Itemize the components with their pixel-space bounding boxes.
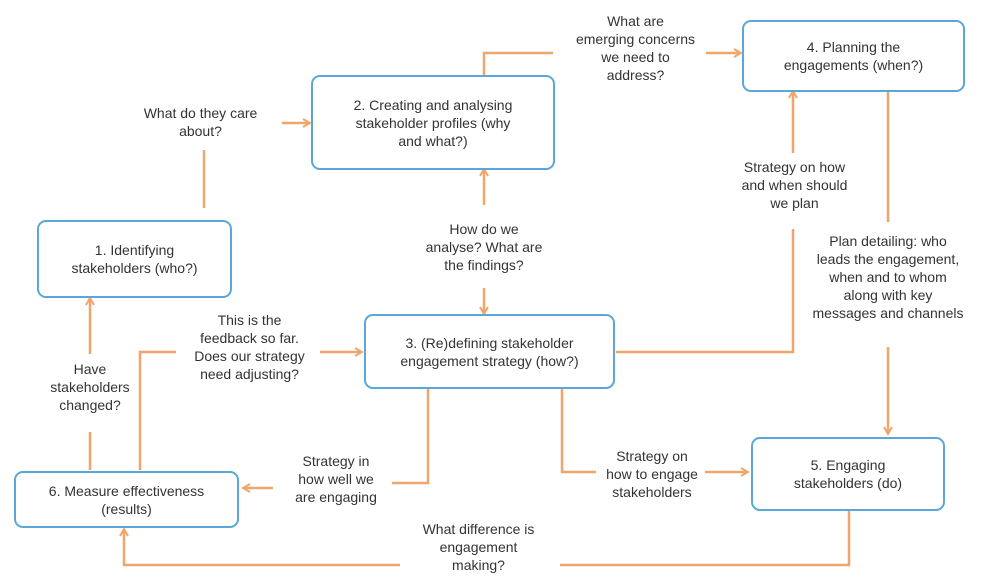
label-stakeholders-changed: Have stakeholders changed? (50, 361, 130, 413)
node-planning-engagements: 4. Planning the engagements (when?) (742, 20, 965, 92)
label-analyse-findings: How do we analyse? What are the findings… (425, 221, 543, 273)
label-care-about: What do they care about? (143, 105, 258, 139)
label-engagement-difference: What difference is engagement making? (422, 521, 535, 573)
label-strategy-how-well: Strategy in how well we are engaging (295, 453, 377, 505)
arrow-strategy-to-engage-label (560, 389, 596, 474)
node-identifying-stakeholders: 1. Identifying stakeholders (who?) (37, 220, 232, 298)
label-plan-detailing: Plan detailing: who leads the engagement… (812, 233, 964, 321)
arrow-profiles-to-planning (482, 51, 553, 75)
node-engaging-stakeholders: 5. Engaging stakeholders (do) (751, 437, 945, 511)
arrow-difference-to-measure (124, 530, 400, 567)
label-feedback: This is the feedback so far. Does our st… (194, 312, 305, 382)
node-engagement-strategy: 3. (Re)defining stakeholder engagement s… (364, 314, 615, 389)
arrow-measure-to-feedback (138, 350, 176, 470)
arrow-strategy-to-planning (616, 229, 795, 354)
node-measure-effectiveness: 6. Measure effectiveness (results) (14, 471, 239, 528)
arrow-engaging-to-difference (560, 511, 851, 567)
label-strategy-engage: Strategy on how to engage stakeholders (606, 448, 698, 500)
node-stakeholder-profiles: 2. Creating and analysing stakeholder pr… (311, 75, 555, 170)
label-emerging-concerns: What are emerging concerns we need to ad… (575, 13, 696, 83)
arrow-strategy-to-howwell (392, 389, 430, 485)
label-plan-how-when: Strategy on how and when should we plan (741, 159, 848, 211)
